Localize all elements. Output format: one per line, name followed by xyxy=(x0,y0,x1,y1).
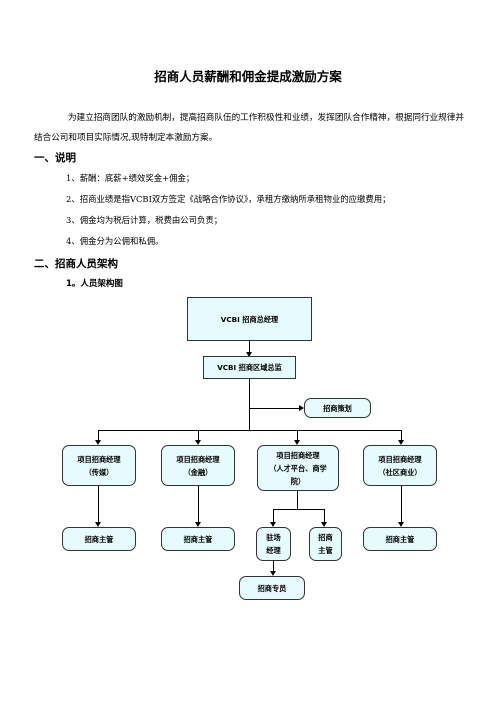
org-box-supervisor: 招商主管 xyxy=(161,527,235,551)
org-box-manager-media: 项目招商经理 （传媒） xyxy=(62,445,136,486)
connector-line xyxy=(249,341,250,356)
connector-line xyxy=(249,408,250,430)
org-box-supervisor: 招商主管 xyxy=(309,527,342,561)
connector-line xyxy=(401,486,402,524)
org-box-manager-finance: 项目招商经理 （金融） xyxy=(161,445,235,486)
list-item: 1、薪酬：底薪+绩效奖金+佣金； xyxy=(66,173,195,183)
connector-line xyxy=(198,486,199,524)
arrow-down-icon xyxy=(195,522,201,527)
list-item: 4、佣金分为公佣和私佣。 xyxy=(66,236,164,246)
arrow-down-icon xyxy=(95,440,101,445)
connector-line xyxy=(98,430,99,443)
connector-line xyxy=(249,379,250,408)
org-box-supervisor: 招商主管 xyxy=(363,527,437,551)
org-box-regional-director: VCBI 招商区域总监 xyxy=(203,356,296,379)
org-box-general-manager: VCBI 招商总经理 xyxy=(187,297,312,341)
arrow-down-icon xyxy=(195,440,201,445)
box-line: （传媒） xyxy=(84,467,114,477)
connector-line xyxy=(273,509,325,510)
arrow-down-icon xyxy=(398,440,404,445)
box-line: （人才平台、商学院） xyxy=(269,463,327,486)
org-box-planning: 招商策划 xyxy=(304,398,371,418)
box-line: 项目招商经理 xyxy=(378,454,422,464)
connector-line xyxy=(98,486,99,524)
connector-line xyxy=(324,509,325,524)
connector-line xyxy=(401,430,402,443)
section-heading-structure: 二、招商人员架构 xyxy=(34,258,118,270)
arrow-down-icon xyxy=(294,440,300,445)
connector-line xyxy=(273,509,274,524)
connector-line xyxy=(273,561,274,574)
box-line: 项目招商经理 xyxy=(176,454,220,464)
arrow-down-icon xyxy=(398,522,404,527)
connector-line xyxy=(198,430,199,443)
org-box-manager-community: 项目招商经理 （社区商业） xyxy=(363,445,437,486)
arrow-down-icon xyxy=(270,522,276,527)
box-line: 项目招商经理 xyxy=(77,454,121,464)
org-box-manager-talent: 项目招商经理 （人才平台、商学院） xyxy=(257,445,339,491)
section-heading-explanation: 一、说明 xyxy=(34,152,76,164)
arrow-right-icon xyxy=(299,405,304,411)
arrow-down-icon xyxy=(95,522,101,527)
arrow-down-icon xyxy=(246,352,252,357)
org-box-onsite-manager: 驻场经理 xyxy=(256,527,291,561)
list-item: 3、佣金均为税后计算，税费由公司负责； xyxy=(66,215,223,225)
document-title: 招商人员薪酬和佣金提成激励方案 xyxy=(154,69,342,84)
box-line: （社区商业） xyxy=(378,467,422,477)
box-line: （金融） xyxy=(183,467,213,477)
connector-line xyxy=(249,408,301,409)
connector-line xyxy=(297,491,298,509)
arrow-down-icon xyxy=(270,571,276,576)
arrow-down-icon xyxy=(321,522,327,527)
box-line: 项目招商经理 xyxy=(276,450,320,460)
org-box-supervisor: 招商主管 xyxy=(62,527,136,551)
connector-line xyxy=(297,430,298,443)
sub-heading-org-chart: 1。人员架构图 xyxy=(66,279,123,289)
list-item: 2、招商业绩是指VCBI双方签定《战略合作协议》，承租方缴纳所承租物业的应缴费用… xyxy=(66,194,391,204)
connector-line xyxy=(98,430,402,431)
intro-paragraph: 为建立招商团队的激励机制，提高招商队伍的工作积极性和业绩，发挥团队合作精神，根据… xyxy=(34,113,464,143)
org-box-specialist: 招商专员 xyxy=(239,576,305,600)
